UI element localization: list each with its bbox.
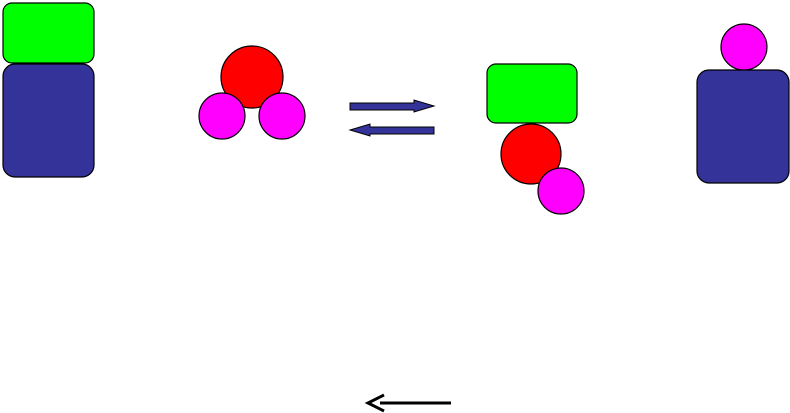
arrow-left-icon [364,393,451,413]
product-red-sphere [500,123,562,185]
right-complex [696,23,790,184]
left-green-block [2,2,95,64]
free-magenta-sphere-right [258,92,306,140]
product-green-block [486,63,578,124]
product-complex [486,63,585,215]
left-complex [2,2,95,178]
free-magenta-sphere-left [198,92,246,140]
right-navy-block [696,69,790,184]
right-magenta-sphere [720,23,768,71]
left-navy-block [2,63,95,178]
reverse-arrow [348,123,435,137]
product-magenta-sphere [537,167,585,215]
return-arrow-head [364,393,385,413]
free-red-sphere [220,45,284,109]
forward-arrow [349,99,436,113]
double-harpoon-equilibrium-icon [348,99,436,137]
free-molecule [198,45,306,140]
